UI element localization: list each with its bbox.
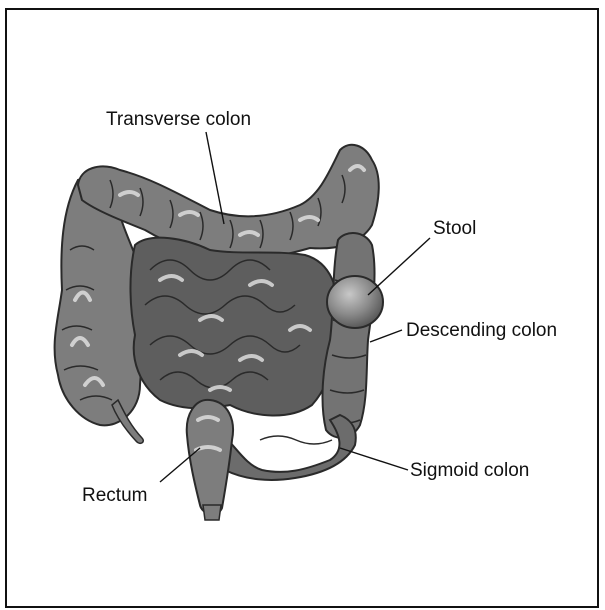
leader-descending-colon [370,330,402,342]
label-sigmoid-colon: Sigmoid colon [410,461,529,480]
descending-colon [323,233,375,438]
label-stool: Stool [433,219,476,238]
small-intestine [130,238,337,416]
label-transverse-colon: Transverse colon [106,110,251,129]
leader-stool [368,238,430,295]
rectum [187,400,233,520]
sigmoid-colon [214,415,356,480]
label-rectum: Rectum [82,486,147,505]
label-descending-colon: Descending colon [406,321,557,340]
stool [327,276,383,328]
leader-sigmoid-colon [340,448,408,470]
